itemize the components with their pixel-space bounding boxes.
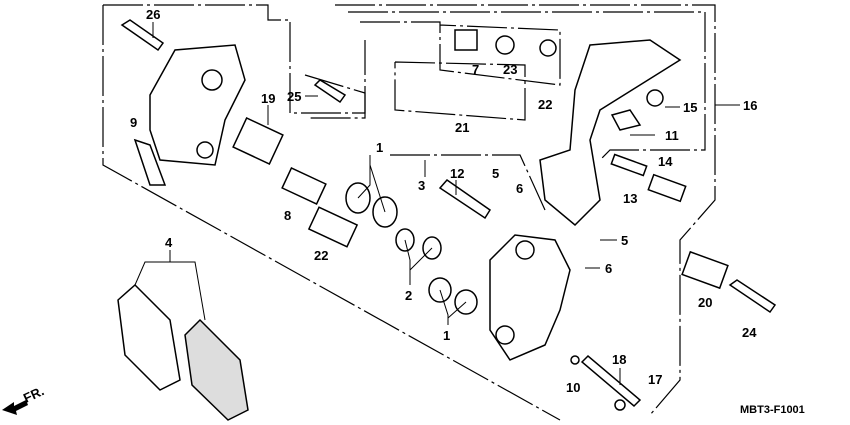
pistonkit-frame [394,61,526,121]
callout-24: 24 [742,325,757,340]
callout-9: 9 [130,115,137,130]
collar-8 [281,167,327,205]
callout-6-top: 6 [516,181,523,196]
seal-22 [539,39,557,57]
collar-22 [307,206,359,248]
front-direction-indicator: FR. [2,383,46,415]
bracket-frame [390,154,546,211]
bolt-24 [728,279,777,314]
arrow-left-icon [2,400,28,415]
cover-hole [196,141,214,159]
callout-1-bottom: 1 [443,328,450,343]
callout-13: 13 [623,191,637,206]
callout-1-top: 1 [376,140,383,155]
piston-7 [454,29,478,51]
callout-18: 18 [612,352,626,367]
bolt-26 [120,19,165,52]
cap-17 [614,399,626,411]
callout-19: 19 [261,91,275,106]
callout-25: 25 [287,89,301,104]
body-bore [495,325,515,345]
sleeve-20 [681,250,729,290]
cover-boss [201,69,223,91]
callout-21: 21 [455,120,469,135]
callout-20: 20 [698,295,712,310]
callout-6-bottom: 6 [605,261,612,276]
washer-10 [570,355,580,365]
callout-2: 2 [405,288,412,303]
pin-18 [580,354,642,408]
bolt25-frame [304,74,366,119]
clip-11 [610,109,642,131]
callout-26: 26 [146,7,160,22]
brake-pad-a [117,283,181,391]
right-frame [335,4,716,416]
sleeve-19 [232,117,284,165]
callout-17: 17 [648,372,662,387]
brake-pad-b [184,318,249,421]
direction-label: FR. [21,383,46,405]
callout-22-bottom: 22 [314,248,328,263]
leader-lines [134,22,740,385]
ring-23 [495,35,515,55]
inner-frame [348,11,706,161]
caliper-bracket [539,39,682,227]
diagram-code: MBT3-F1001 [740,404,805,416]
boot-14 [647,173,687,203]
pad-spring-9 [133,138,167,186]
pin-12 [438,179,492,220]
boot-15 [646,89,664,107]
callout-22-top: 22 [538,97,552,112]
callout-7: 7 [472,62,479,77]
callout-15: 15 [683,100,697,115]
callout-5-bottom: 5 [621,233,628,248]
callout-11: 11 [665,128,679,143]
callout-8: 8 [284,208,291,223]
callout-23: 23 [503,62,517,77]
seal-frame [360,21,561,86]
callout-5-top: 5 [492,166,499,181]
callout-14: 14 [658,154,673,169]
callout-12: 12 [450,166,464,181]
callout-4: 4 [165,235,173,250]
body-port [515,240,535,260]
bolt-25 [313,79,347,104]
main-frame [102,5,561,421]
callout-16: 16 [743,98,757,113]
callout-10: 10 [566,380,580,395]
callout-3: 3 [418,178,425,193]
bolt-13 [610,153,648,177]
